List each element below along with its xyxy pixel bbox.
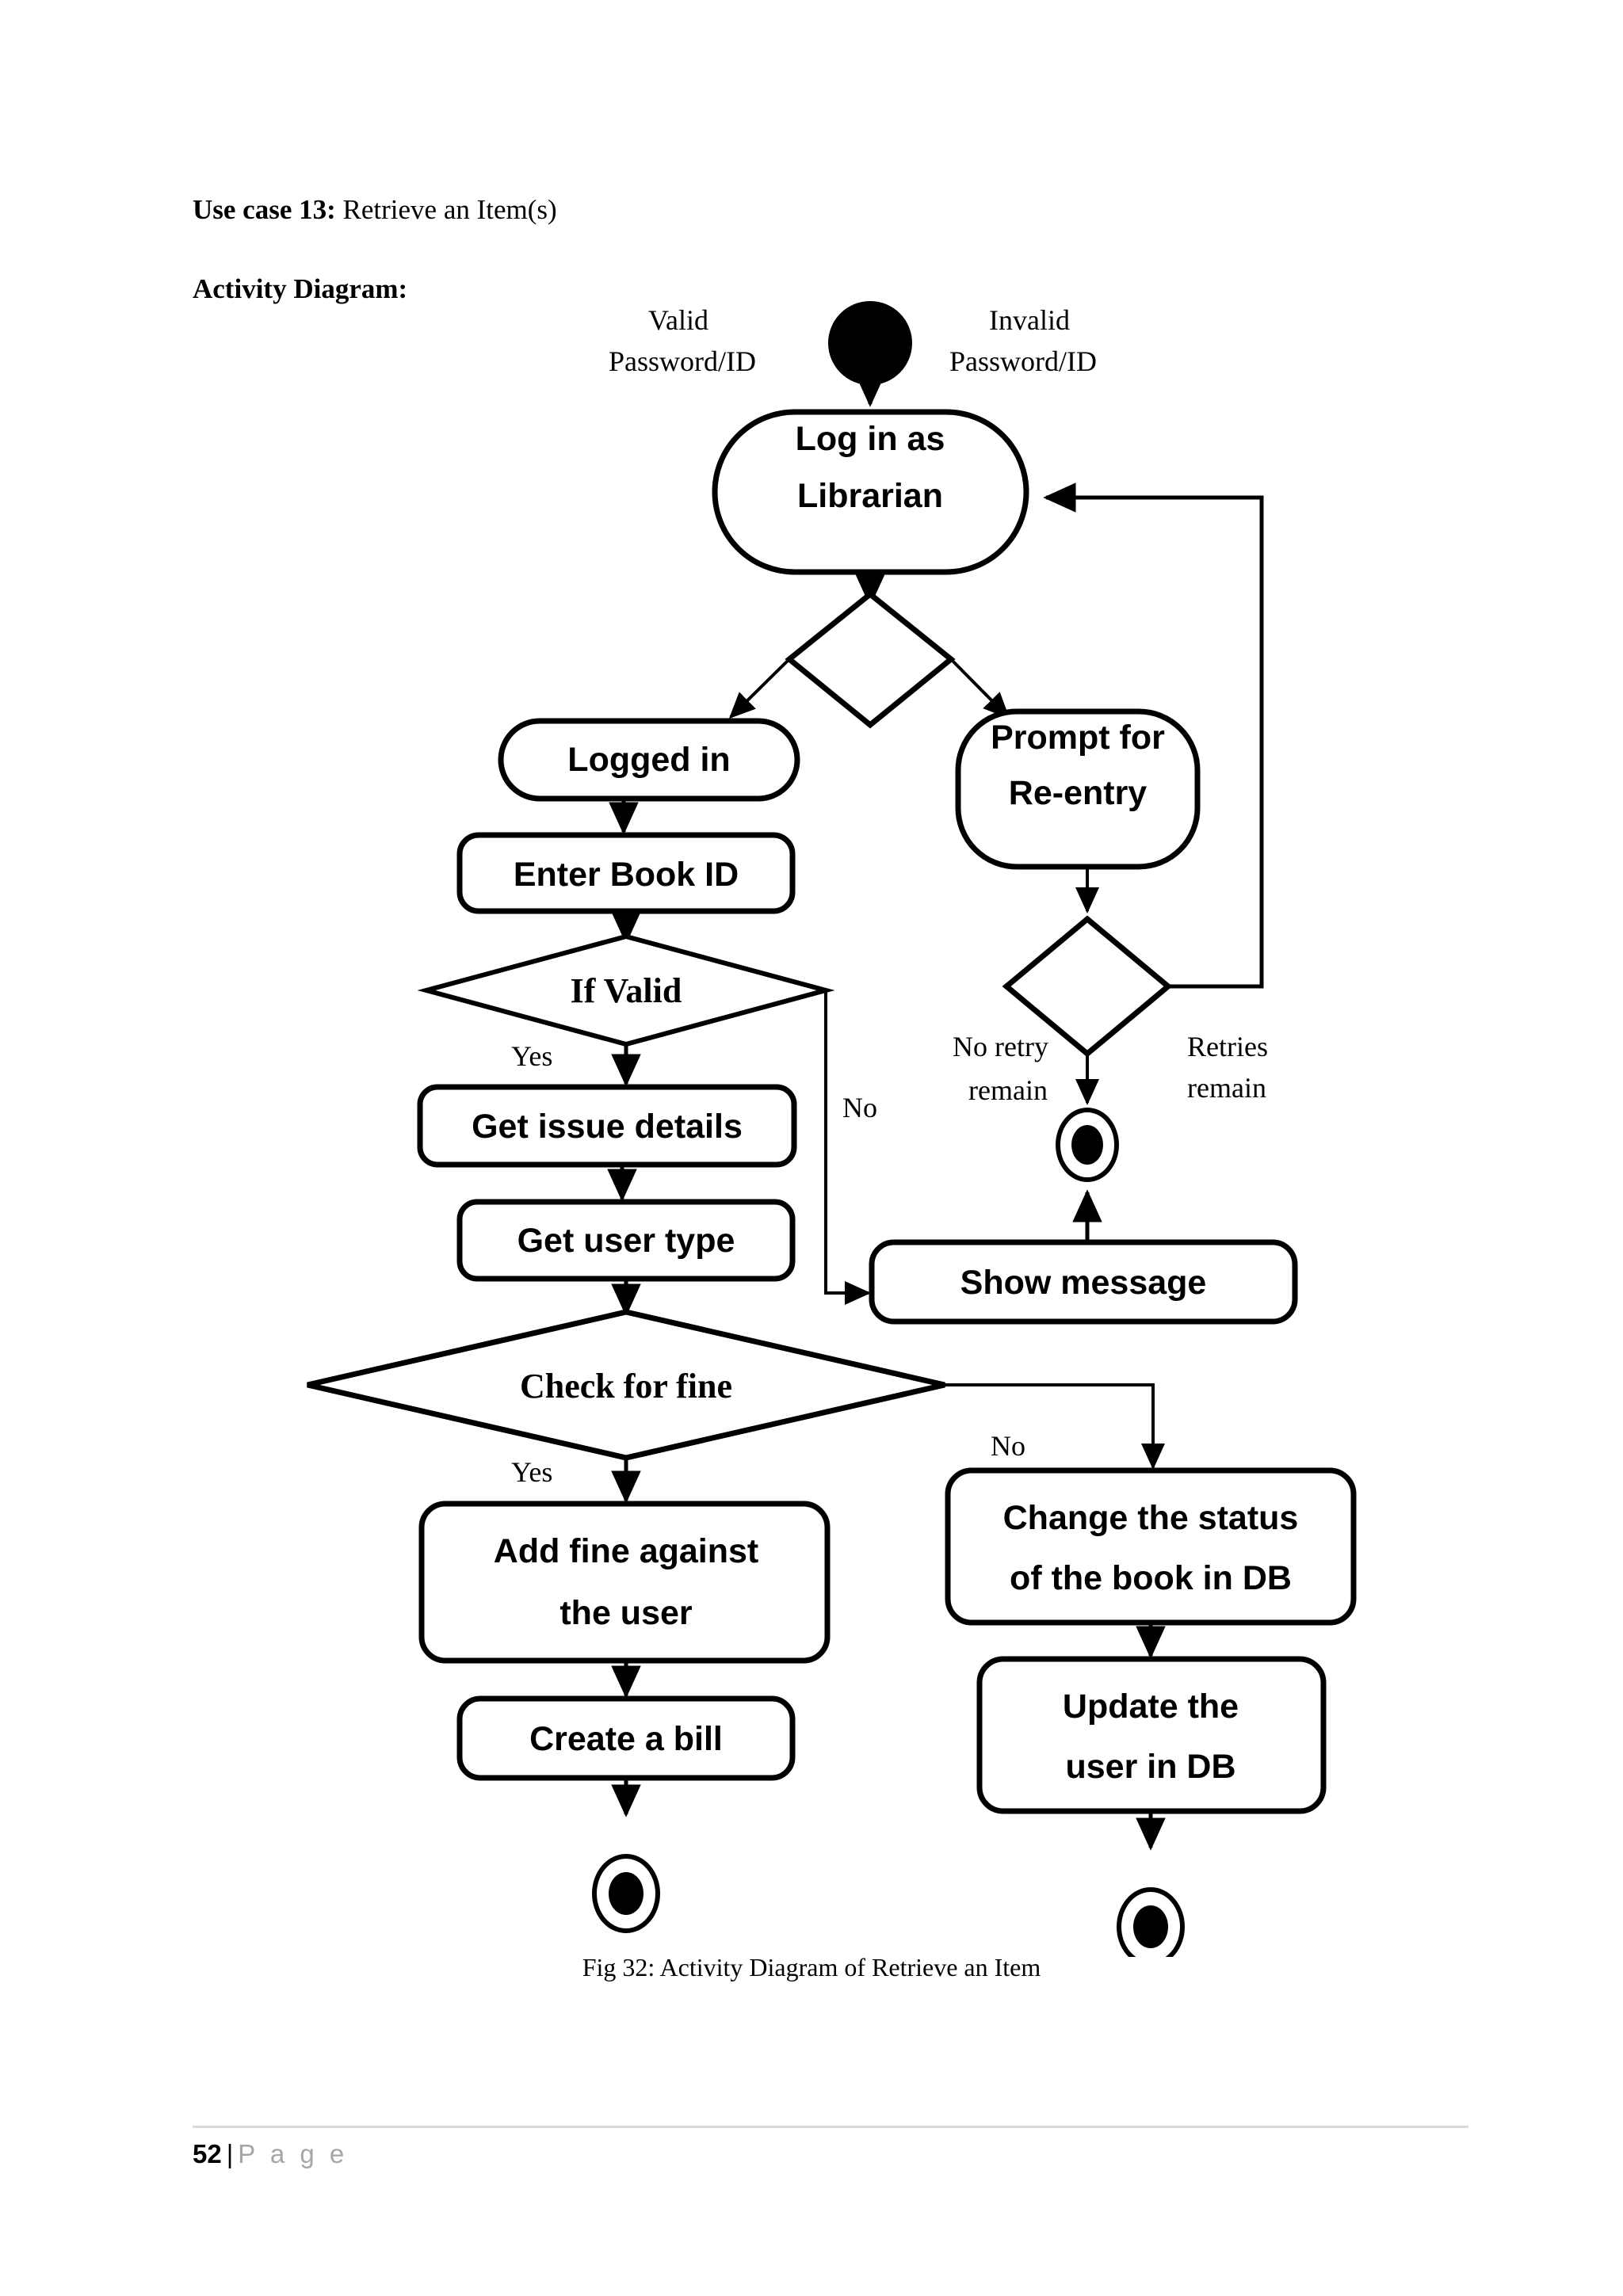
flow-if-valid-no xyxy=(824,990,871,1305)
action-login-label-line1: Log in as xyxy=(796,420,945,458)
footer-page-number: 52 xyxy=(193,2139,222,2168)
use-case-prefix: Use case 13: xyxy=(193,194,336,225)
figure-caption: Fig 32: Activity Diagram of Retrieve an … xyxy=(582,1953,1041,1981)
action-show-message xyxy=(869,1239,1298,1325)
action-get-issue-details-label: Get issue details xyxy=(472,1108,743,1146)
initial-node xyxy=(828,301,912,385)
action-enter-book-id-label: Enter Book ID xyxy=(514,856,739,894)
action-prompt-reentry xyxy=(955,708,1201,870)
footer-separator: | xyxy=(226,2139,234,2168)
action-add-fine-label-line2: the user xyxy=(559,1594,693,1632)
edge-label-valid-line2: Password/ID xyxy=(609,345,756,377)
flow-retries-remain xyxy=(1043,482,1264,989)
action-show-message-label: Show message xyxy=(960,1264,1207,1302)
final-node-update-inner xyxy=(1133,1905,1168,1948)
action-update-user-label-line1: Update the xyxy=(1063,1688,1239,1726)
decision-check-for-fine-label: Check for fine xyxy=(520,1367,732,1405)
flow-check-fine-no xyxy=(945,1383,1165,1470)
edge-label-if-valid-yes: Yes xyxy=(511,1040,552,1072)
action-get-user-type-label: Get user type xyxy=(517,1222,735,1260)
action-prompt-reentry-label-line1: Prompt for xyxy=(991,719,1165,757)
final-node-bill-inner xyxy=(609,1872,643,1915)
action-update-user xyxy=(976,1656,1327,1814)
page-footer: 52|P a g e xyxy=(193,2139,348,2169)
action-logged-in-label: Logged in xyxy=(567,741,730,779)
use-case-title: Retrieve an Item(s) xyxy=(335,194,557,225)
action-change-status-label-line2: of the book in DB xyxy=(1010,1559,1292,1597)
decision-login-validity xyxy=(785,590,956,729)
edge-label-invalid-line1: Invalid xyxy=(989,304,1070,336)
edge-label-no-retry-line2: remain xyxy=(968,1074,1048,1106)
activity-diagram-svg: Log in as Librarian Valid Password/ID In… xyxy=(307,301,1357,1957)
final-node-retry-inner xyxy=(1071,1125,1103,1165)
footer-divider xyxy=(193,2126,1468,2128)
action-update-user-label-line2: user in DB xyxy=(1065,1748,1235,1786)
footer-page-word: P a g e xyxy=(238,2139,349,2168)
action-login-label-line2: Librarian xyxy=(797,477,943,515)
edge-label-check-fine-no: No xyxy=(991,1430,1025,1462)
action-change-status xyxy=(945,1467,1357,1626)
action-create-bill-label: Create a bill xyxy=(529,1720,723,1758)
use-case-heading: Use case 13: Retrieve an Item(s) xyxy=(193,194,557,226)
edge-label-retries-remain-line1: Retries xyxy=(1187,1031,1268,1062)
action-prompt-reentry-label-line2: Re-entry xyxy=(1009,774,1148,812)
flow-decision-to-prompt xyxy=(946,654,1010,719)
action-change-status-label-line1: Change the status xyxy=(1003,1499,1299,1537)
edge-label-invalid-line2: Password/ID xyxy=(949,345,1097,377)
activity-diagram-figure: Log in as Librarian Valid Password/ID In… xyxy=(0,293,1623,1957)
edge-label-valid-line1: Valid xyxy=(648,304,708,336)
action-add-fine xyxy=(418,1501,831,1664)
edge-label-if-valid-no: No xyxy=(842,1092,877,1123)
activity-diagram-heading: Activity Diagram: xyxy=(193,273,408,304)
edge-label-check-fine-yes: Yes xyxy=(511,1456,552,1488)
edge-label-no-retry-line1: No retry xyxy=(953,1031,1048,1062)
action-logged-in xyxy=(498,718,800,802)
decision-if-valid-label: If Valid xyxy=(571,971,682,1010)
action-add-fine-label-line1: Add fine against xyxy=(494,1532,758,1570)
action-get-issue-details xyxy=(417,1084,797,1168)
flow-decision-to-logged-in xyxy=(728,654,794,719)
edge-label-retries-remain-line2: remain xyxy=(1187,1072,1266,1104)
